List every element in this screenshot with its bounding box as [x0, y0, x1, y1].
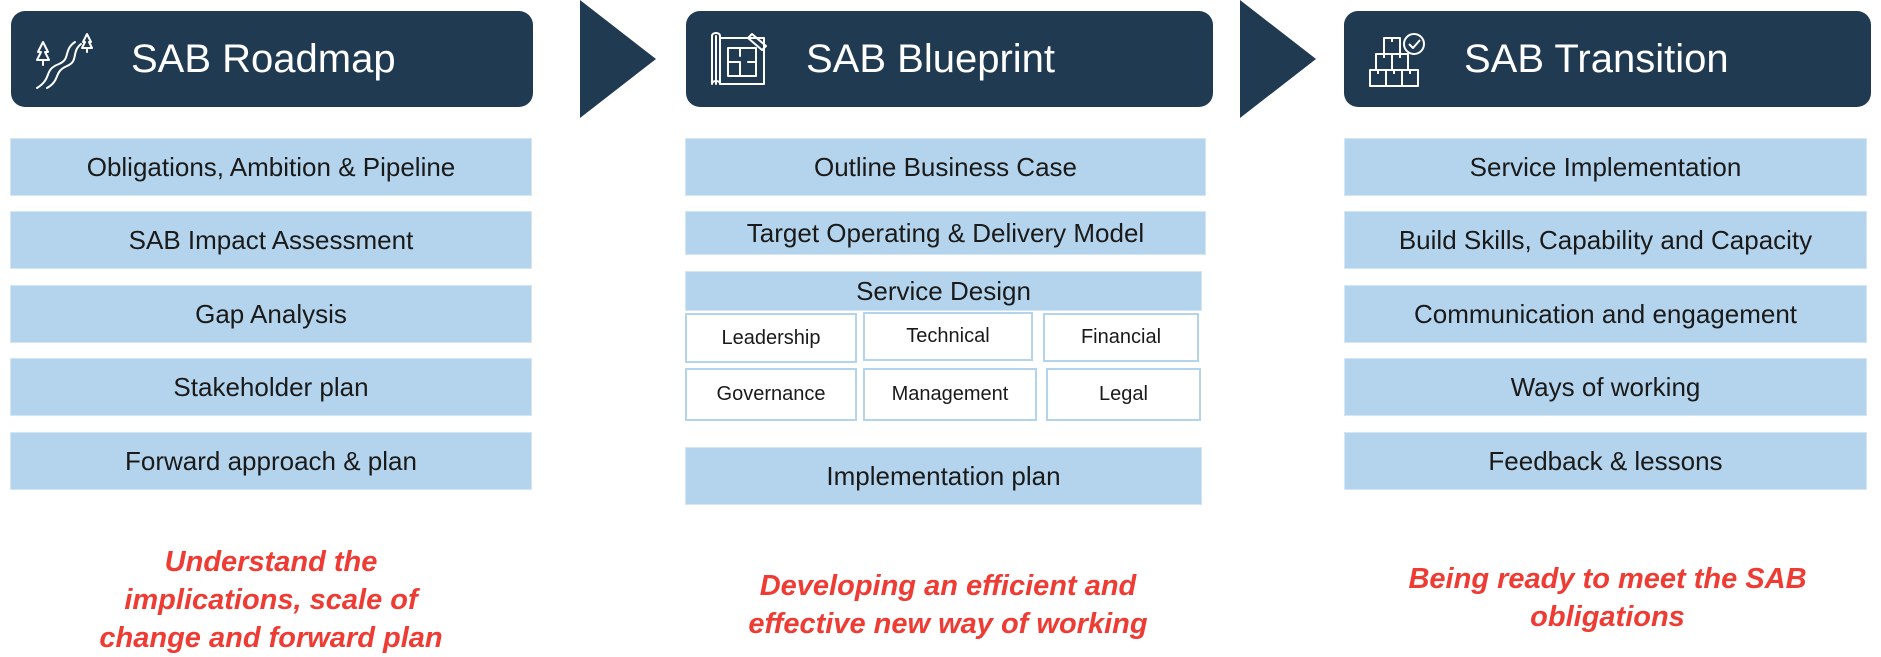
blueprint-tagline: Developing an efficient and effective ne… — [748, 570, 1148, 640]
service-design-governance: Governance — [685, 368, 857, 421]
boxes-checkmark-icon — [1369, 33, 1425, 87]
service-design-legal: Legal — [1046, 368, 1201, 421]
transition-item-communication: Communication and engagement — [1344, 285, 1867, 343]
service-design-label: Service Design — [685, 271, 1202, 311]
transition-header: SAB Transition — [1344, 11, 1871, 107]
flow-arrow-2 — [1240, 0, 1316, 118]
blueprint-header: SAB Blueprint — [686, 11, 1213, 107]
winding-road-icon — [36, 33, 93, 89]
roadmap-item-forward-approach: Forward approach & plan — [10, 432, 532, 490]
roadmap-item-gap-analysis: Gap Analysis — [10, 285, 532, 343]
blueprint-item-business-case: Outline Business Case — [685, 138, 1206, 196]
transition-item-feedback: Feedback & lessons — [1344, 432, 1867, 490]
transition-tagline: Being ready to meet the SAB obligations — [1408, 563, 1807, 633]
roadmap-tagline: Understand the implications, scale of ch… — [99, 546, 443, 654]
transition-item-service-implementation: Service Implementation — [1344, 138, 1867, 196]
service-design-management: Management — [863, 368, 1037, 421]
column-title: SAB Blueprint — [806, 36, 1056, 81]
column-title: SAB Roadmap — [131, 36, 396, 81]
service-design-leadership: Leadership — [685, 313, 857, 363]
transition-item-ways-of-working: Ways of working — [1344, 358, 1867, 416]
service-design-technical: Technical — [863, 312, 1033, 361]
service-design-financial: Financial — [1043, 313, 1199, 362]
roadmap-header: SAB Roadmap — [11, 11, 533, 107]
flow-arrow-1 — [580, 0, 656, 118]
transition-item-build-skills: Build Skills, Capability and Capacity — [1344, 211, 1867, 269]
roadmap-item-obligations: Obligations, Ambition & Pipeline — [10, 138, 532, 196]
roadmap-item-stakeholder-plan: Stakeholder plan — [10, 358, 532, 416]
blueprint-icon — [711, 32, 767, 85]
blueprint-item-implementation-plan: Implementation plan — [685, 447, 1202, 505]
column-title: SAB Transition — [1464, 36, 1729, 81]
roadmap-item-impact-assessment: SAB Impact Assessment — [10, 211, 532, 269]
blueprint-item-operating-model: Target Operating & Delivery Model — [685, 211, 1206, 255]
